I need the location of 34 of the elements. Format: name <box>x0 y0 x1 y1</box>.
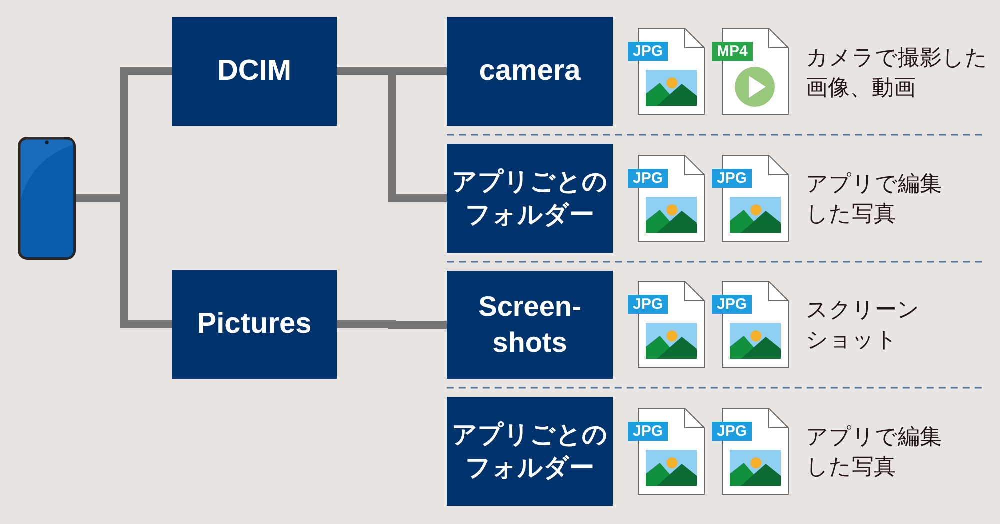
file-document <box>628 28 705 115</box>
file-document <box>712 408 789 495</box>
file-document <box>628 408 705 495</box>
file-type-tag: JPG <box>628 422 668 441</box>
folder-box <box>447 144 613 253</box>
description-text: アプリで編集した写真 <box>806 170 942 228</box>
file-document <box>628 155 705 242</box>
folder-name: DCIM <box>217 54 292 89</box>
file-document <box>628 281 705 368</box>
folder-name: Screen-shots <box>478 290 582 360</box>
file-document <box>712 281 789 368</box>
folder-box <box>172 270 337 379</box>
file-type-tag: JPG <box>628 295 668 314</box>
file-type-tag: JPG <box>712 169 752 188</box>
description-text: スクリーンショット <box>806 296 921 354</box>
description-text: カメラで撮影した画像、動画 <box>806 44 988 102</box>
folder-name: Pictures <box>197 306 312 342</box>
connector-line <box>337 320 447 329</box>
folder-box <box>447 17 613 126</box>
file-document <box>712 155 789 242</box>
file-type-tag: JPG <box>628 169 668 188</box>
folder-name: アプリごとのフォルダー <box>452 420 608 484</box>
description-text: アプリで編集した写真 <box>806 423 942 481</box>
smartphone-icon <box>18 137 76 260</box>
folder-name: camera <box>479 54 581 89</box>
folder-name: アプリごとのフォルダー <box>452 167 608 230</box>
file-type-tag: JPG <box>628 42 668 61</box>
file-type-tag: JPG <box>712 422 752 441</box>
file-document <box>712 28 789 115</box>
folder-box <box>447 271 613 379</box>
folder-box <box>172 17 337 126</box>
folder-box <box>447 397 613 506</box>
file-type-tag: JPG <box>712 295 752 314</box>
file-type-tag: MP4 <box>712 42 753 61</box>
